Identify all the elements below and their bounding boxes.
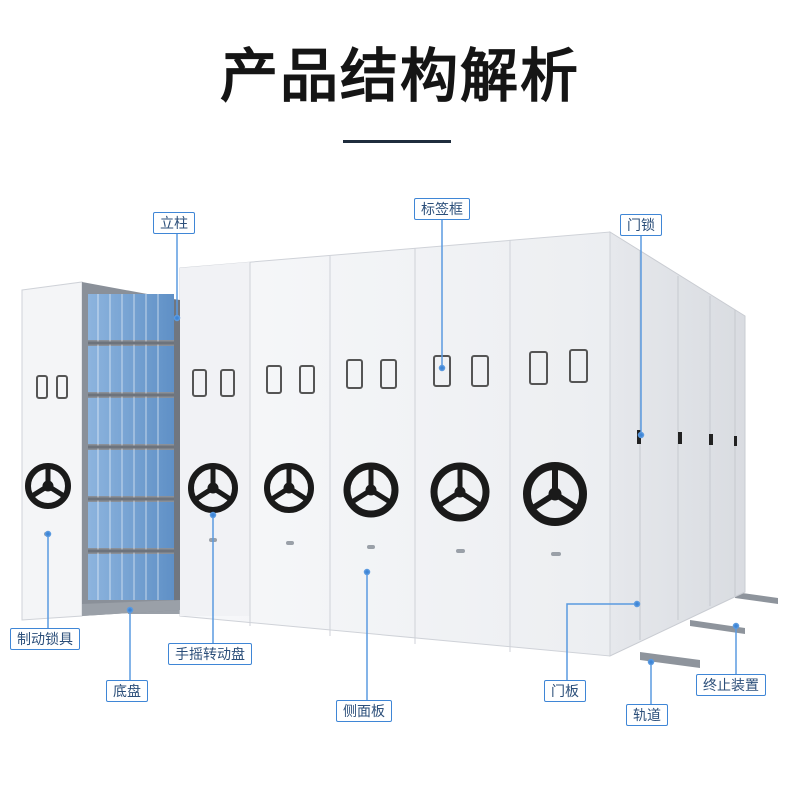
hand-wheels — [188, 462, 587, 526]
hand-wheel-icon — [430, 462, 490, 522]
end-panel — [609, 231, 746, 657]
track — [735, 592, 778, 604]
label-stop-device: 终止装置 — [696, 674, 766, 696]
file-shelves — [88, 294, 174, 600]
label-base: 底盘 — [106, 680, 148, 702]
callout-lines — [44, 220, 740, 704]
hand-wheel-icon — [343, 462, 399, 518]
open-cabinet — [21, 281, 180, 621]
label-frames — [192, 349, 588, 397]
hand-wheel-icon — [264, 463, 314, 513]
title-underline — [343, 140, 451, 143]
track — [640, 652, 700, 668]
track — [690, 620, 745, 634]
column-icon — [174, 300, 180, 610]
label-label-frame: 标签框 — [414, 198, 470, 220]
door-lock-icon — [709, 434, 713, 445]
hand-wheel-icon — [188, 463, 238, 513]
page-title: 产品结构解析 — [219, 42, 580, 110]
hand-wheel-icon — [523, 462, 587, 526]
label-door-panel: 门板 — [544, 680, 586, 702]
cabinet-block — [179, 231, 611, 657]
label-track: 轨道 — [626, 704, 668, 726]
label-door-lock: 门锁 — [620, 214, 662, 236]
label-column: 立柱 — [153, 212, 195, 234]
label-brake-lock: 制动锁具 — [10, 628, 80, 650]
hand-wheel-icon — [25, 463, 71, 509]
door-lock-icon — [734, 436, 737, 446]
label-side-panel: 侧面板 — [336, 700, 392, 722]
label-hand-wheel: 手摇转动盘 — [168, 643, 252, 665]
door-lock-icon — [678, 432, 682, 444]
